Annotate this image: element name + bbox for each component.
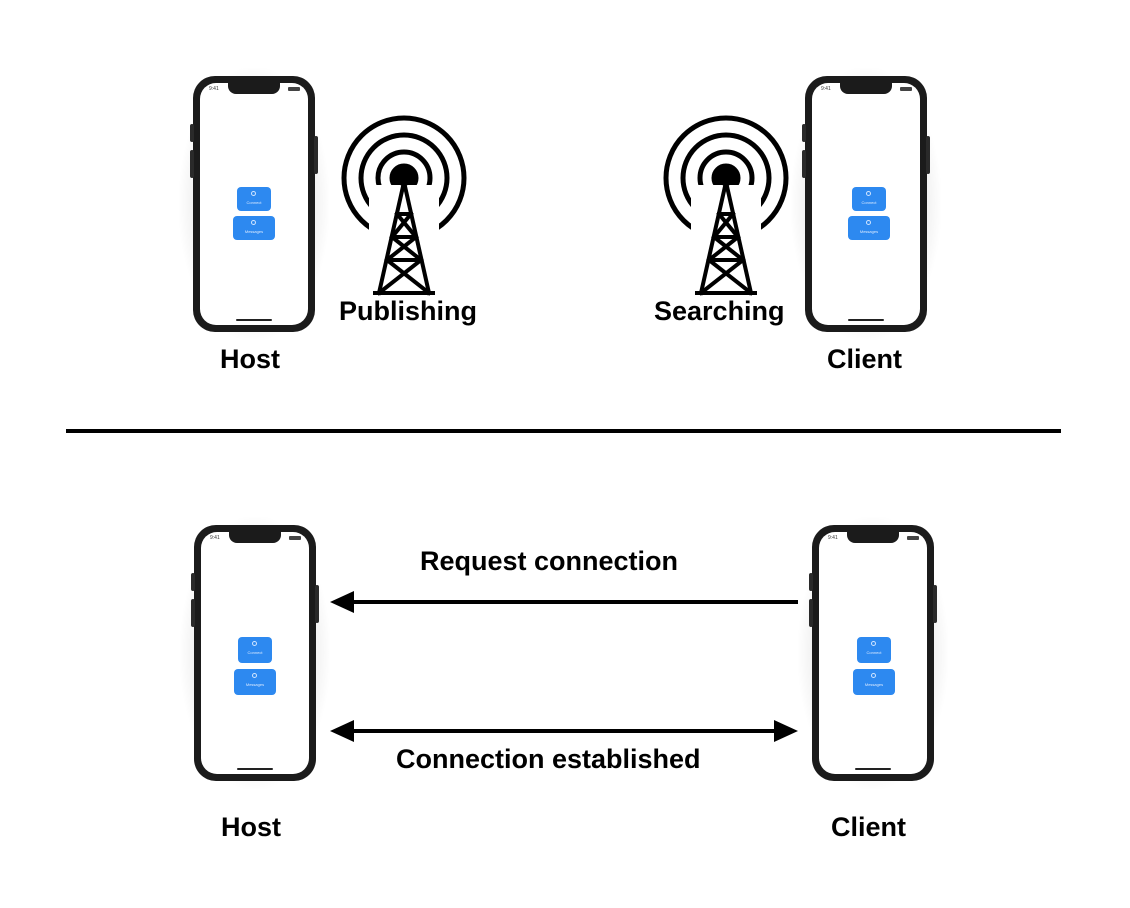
connect-app-button: Connect (852, 187, 886, 211)
host-phone-top: 9:41 Connect Messages (179, 68, 329, 340)
client-phone-bottom: 9:41 Connect Messages (798, 517, 948, 789)
messages-app-button: Messages (853, 669, 895, 695)
messages-app-button: Messages (233, 216, 275, 240)
client-label-top: Client (827, 344, 903, 374)
app-icon (871, 673, 876, 678)
home-indicator (855, 768, 891, 770)
app-icon (871, 641, 876, 646)
app-icon (252, 641, 257, 646)
client-phone-top: 9:41 Connect Messages (791, 68, 941, 340)
app-icon (251, 191, 256, 196)
battery-icon (288, 87, 300, 91)
home-indicator (236, 319, 272, 321)
battery-icon (907, 536, 919, 540)
bidirectional-arrow (330, 720, 798, 742)
broadcast-tower-icon (341, 115, 467, 296)
status-time: 9:41 (209, 86, 219, 92)
messages-app-button: Messages (848, 216, 890, 240)
app-icon (251, 220, 256, 225)
connection-established-label: Connection established (396, 744, 701, 774)
status-time: 9:41 (828, 535, 838, 541)
publishing-label: Publishing (339, 296, 477, 326)
status-time: 9:41 (210, 535, 220, 541)
battery-icon (900, 87, 912, 91)
status-time: 9:41 (821, 86, 831, 92)
searching-label: Searching (654, 296, 785, 326)
messages-app-button: Messages (234, 669, 276, 695)
client-label-bottom: Client (831, 812, 907, 842)
host-label-bottom: Host (221, 812, 281, 842)
section-divider (66, 429, 1061, 433)
app-icon (252, 673, 257, 678)
home-indicator (237, 768, 273, 770)
host-phone-bottom: 9:41 Connect Messages (180, 517, 330, 789)
connect-app-button: Connect (238, 637, 272, 663)
request-arrow (330, 591, 798, 613)
connect-app-button: Connect (237, 187, 271, 211)
home-indicator (848, 319, 884, 321)
host-label-top: Host (220, 344, 280, 374)
request-connection-label: Request connection (420, 546, 679, 576)
app-icon (866, 191, 871, 196)
app-icon (866, 220, 871, 225)
battery-icon (289, 536, 301, 540)
broadcast-tower-icon (663, 115, 789, 296)
connect-app-button: Connect (857, 637, 891, 663)
